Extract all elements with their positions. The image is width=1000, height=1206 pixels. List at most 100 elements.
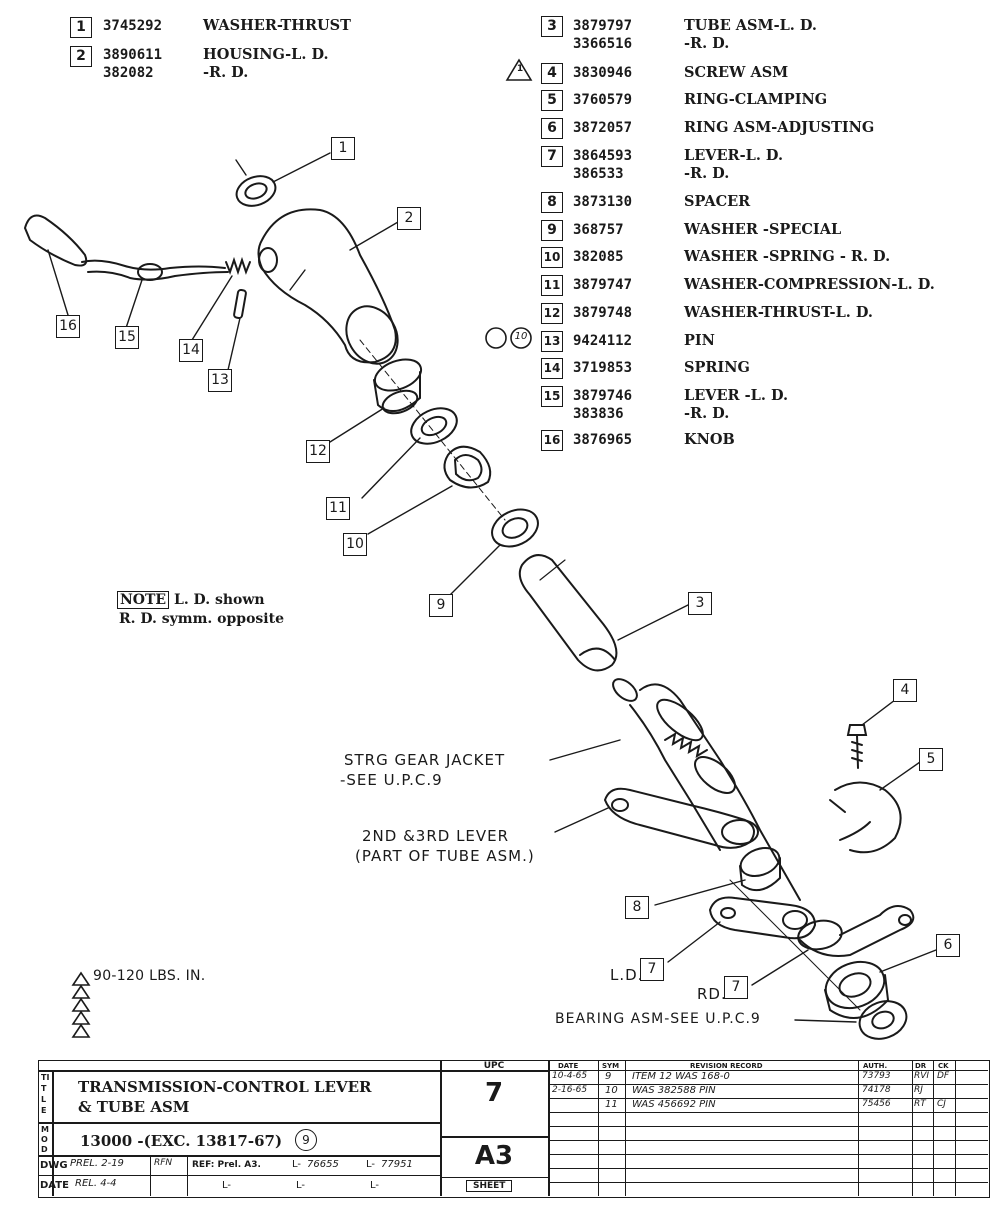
callout-2: 2 — [397, 207, 421, 230]
callout-15: 15 — [115, 326, 139, 349]
part-code: 3879747 — [573, 277, 633, 293]
part-11-compression-washer — [410, 407, 458, 445]
date-value: REL. 4-4 — [75, 1178, 117, 1189]
part-description: WASHER -SPECIAL — [684, 221, 842, 238]
dwg-value: PREL. 2-19 — [70, 1158, 124, 1169]
part-description-rd: -R. D. — [684, 165, 730, 182]
rev-ck: DF — [937, 1071, 950, 1081]
callout-4: 4 — [893, 679, 917, 702]
callout-3: 3 — [688, 592, 712, 615]
bearing-label: BEARING ASM-SEE U.P.C.9 — [555, 1011, 761, 1027]
part-code-rd: 383836 — [573, 406, 624, 422]
part-5-clamping-ring — [829, 781, 902, 854]
part-code: 3864593 — [573, 148, 633, 164]
drawing-title-2: & TUBE ASM — [78, 1098, 190, 1116]
part-row-1: 1 — [70, 16, 92, 38]
part-steering-jacket — [612, 678, 801, 901]
part-code: 3879748 — [573, 305, 633, 321]
note-label: NOTE — [117, 591, 170, 609]
part-8-spacer — [739, 846, 781, 892]
part-description: RING-CLAMPING — [684, 91, 828, 108]
part-7-lever-ld — [708, 896, 817, 940]
rev-header-date: DATE — [558, 1062, 579, 1070]
part-4-screw — [846, 724, 868, 769]
note: NOTE L. D. shown — [117, 591, 265, 609]
rev-row-line — [550, 1070, 988, 1071]
part-description: WASHER-THRUST-L. D. — [684, 304, 873, 321]
mod-side-label: MOD — [41, 1125, 49, 1154]
part-number-box: 9 — [541, 220, 563, 241]
callout-13: 13 — [208, 369, 232, 392]
part-code: 368757 — [573, 222, 624, 238]
callout-5: 5 — [919, 748, 943, 771]
callout-9: 9 — [429, 594, 453, 617]
ref-prefix-4: L- — [296, 1180, 306, 1191]
rev-col-line — [912, 1060, 913, 1196]
part-3-tube — [518, 554, 618, 672]
part-number-box: 5 — [541, 90, 563, 111]
callout-7-ld: 7 — [640, 958, 664, 981]
part-13-pin — [233, 288, 247, 320]
rev-row-line — [550, 1112, 988, 1113]
part-number-box: 12 — [541, 303, 563, 324]
rev-col-line — [858, 1060, 859, 1196]
part-code: 3879797 — [573, 18, 633, 34]
callout-7-rd: 7 — [724, 976, 748, 999]
part-2nd-3rd-lever — [603, 787, 759, 849]
part-number-box: 13 — [541, 331, 563, 352]
note-line1: L. D. shown — [173, 592, 265, 608]
part-description-rd: -R. D. — [684, 405, 730, 422]
callout-12: 12 — [306, 440, 330, 463]
rev-sym: 9 — [605, 1071, 612, 1082]
part-number-box: 3 — [541, 16, 563, 37]
rev-dr: RVI — [914, 1071, 930, 1081]
part-description: HOUSING-L. D. — [203, 46, 329, 63]
rev-header-dr: DR — [915, 1062, 927, 1070]
rev-col-line — [933, 1060, 934, 1196]
part-number-box: 8 — [541, 192, 563, 213]
screw-note-triangle — [505, 58, 533, 81]
upc-value: 7 — [484, 1078, 504, 1108]
part-code: 3830946 — [573, 65, 633, 81]
title-block-frame — [38, 1060, 990, 1198]
part-10-spring-washer — [443, 445, 492, 489]
part-description: SPRING — [684, 359, 750, 376]
callout-6: 6 — [936, 934, 960, 957]
part-number-box: 6 — [541, 118, 563, 139]
rev-row-line — [550, 1126, 988, 1127]
part-code: 9424112 — [573, 333, 633, 349]
part-number-box: 15 — [541, 386, 563, 407]
ref-prefix-1: L- — [292, 1159, 302, 1170]
part-description: WASHER-THRUST — [203, 17, 351, 34]
part-code: 3719853 — [573, 360, 633, 376]
part-description: LEVER-L. D. — [684, 147, 784, 164]
part-number-box: 11 — [541, 275, 563, 296]
callout-16: 16 — [56, 315, 80, 338]
rev-auth: 74178 — [862, 1085, 891, 1095]
part-code: 3760579 — [573, 92, 633, 108]
part-code: 3745292 — [103, 18, 163, 34]
part-code: 3873130 — [573, 194, 633, 210]
part-description-rd: -R. D. — [684, 35, 730, 52]
part-2-housing — [257, 208, 399, 365]
upc-header: UPC — [483, 1061, 505, 1071]
callout-8: 8 — [625, 896, 649, 919]
part-code: 3890611 — [103, 47, 163, 63]
rev-date: 10-4-65 — [552, 1071, 588, 1081]
part-description: KNOB — [684, 431, 735, 448]
callout-10: 10 — [343, 533, 367, 556]
model-text: 13000 -(EXC. 13817-67) — [80, 1132, 283, 1150]
rev-record: WAS 382588 PIN — [632, 1085, 716, 1096]
part-description: WASHER -SPRING - R. D. — [684, 248, 891, 265]
pin-note-circle-b — [510, 327, 532, 349]
part-description-rd: -R. D. — [203, 64, 249, 81]
rev-dr: RT — [914, 1099, 926, 1109]
part-code: 3879746 — [573, 388, 633, 404]
part-number-box: 10 — [541, 247, 563, 268]
rev-header-auth: AUTH. — [863, 1062, 888, 1070]
sheet-value: A3 — [474, 1141, 514, 1171]
part-number-box: 16 — [541, 430, 563, 451]
rev-header-ck: CK — [938, 1062, 949, 1070]
torque-triangles — [71, 971, 91, 1038]
dwg-label: DWG — [40, 1160, 68, 1171]
